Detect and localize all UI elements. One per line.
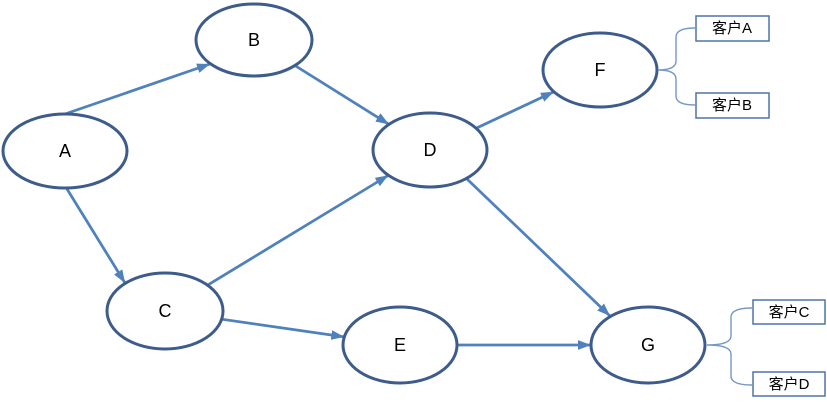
node-E-label: E xyxy=(394,335,406,355)
callout-customer-d-box xyxy=(752,371,826,397)
callout-customer-a-label: 客户A xyxy=(712,20,752,37)
edge-A-B-arrow xyxy=(64,62,211,116)
callout-customer-a-box xyxy=(695,15,770,42)
edge-C-D-arrow xyxy=(206,174,390,287)
callout-customer-d[interactable]: 客户D xyxy=(752,371,826,397)
node-F[interactable]: F xyxy=(541,31,659,109)
edge-D-F-arrow xyxy=(475,90,555,130)
node-D-ellipse xyxy=(371,111,489,189)
callout-customer-d-label: 客户D xyxy=(769,376,810,393)
node-A-label: A xyxy=(59,141,71,161)
node-C[interactable]: C xyxy=(105,271,225,351)
node-A[interactable]: A xyxy=(1,112,129,190)
node-D[interactable]: D xyxy=(371,111,489,189)
edge-A-C-arrow xyxy=(65,188,127,284)
node-C-label: C xyxy=(159,301,172,321)
node-F-ellipse xyxy=(541,31,659,109)
node-B-label: B xyxy=(248,30,260,50)
node-C-ellipse xyxy=(105,271,225,351)
callout-customer-c-box xyxy=(752,299,826,325)
node-A-ellipse xyxy=(1,112,129,190)
brace-G-customers xyxy=(706,307,753,386)
node-B[interactable]: B xyxy=(194,2,314,78)
callout-customer-b[interactable]: 客户B xyxy=(695,92,770,119)
callout-customer-a[interactable]: 客户A xyxy=(695,15,770,42)
node-G[interactable]: G xyxy=(589,305,707,385)
callout-customer-b-box xyxy=(695,92,770,119)
edge-D-G-arrow xyxy=(466,178,611,317)
node-G-ellipse xyxy=(589,305,707,385)
edge-B-D-arrow xyxy=(294,64,390,126)
node-E[interactable]: E xyxy=(341,305,459,385)
node-G-label: G xyxy=(641,335,655,355)
callout-customer-c-label: 客户C xyxy=(769,304,810,321)
edge-C-E-arrow xyxy=(221,317,345,340)
edges-layer xyxy=(64,62,611,350)
callout-customer-b-label: 客户B xyxy=(712,97,752,114)
callout-customer-c[interactable]: 客户C xyxy=(752,299,826,325)
node-F-label: F xyxy=(595,60,606,80)
brace-F-customers xyxy=(657,27,696,106)
node-B-ellipse xyxy=(194,2,314,78)
node-E-ellipse xyxy=(341,305,459,385)
node-D-label: D xyxy=(424,140,437,160)
